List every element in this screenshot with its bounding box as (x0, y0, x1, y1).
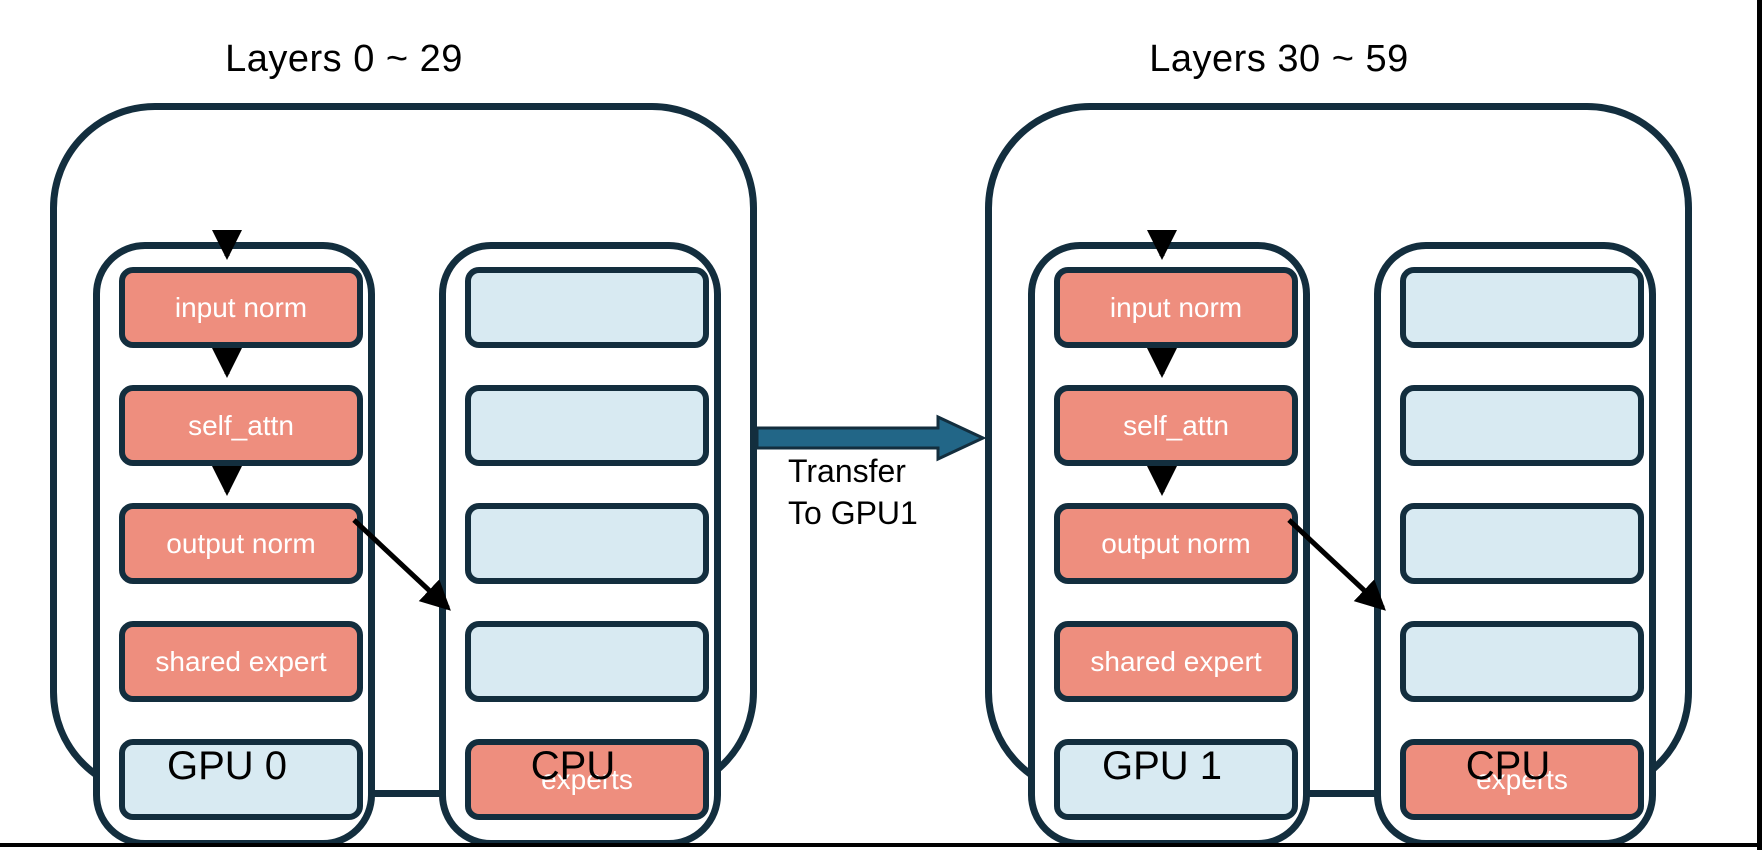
block-label: self_attn (188, 409, 294, 441)
group-0-cpu-column: experts (439, 242, 721, 847)
group-1-gpu-label: GPU 1 (1101, 744, 1223, 788)
group-0-gpu-block-output-norm: output norm (119, 503, 363, 584)
group-0-gpu-block-empty (119, 739, 363, 820)
group-1-cpu-block-experts: experts (1400, 739, 1644, 820)
group-0-cpu-block-empty-2 (465, 385, 709, 466)
block-label: self_attn (1123, 409, 1229, 441)
group-0-gpu-label: GPU 0 (166, 744, 288, 788)
group-0-gpu-block-input-norm: input norm (119, 267, 363, 348)
group-1-cpu-block-empty-3 (1400, 503, 1644, 584)
group-0-cpu-block-experts: experts (465, 739, 709, 820)
group-0-cpu-block-empty-4 (465, 621, 709, 702)
group-0-container: input norm self_attn output norm shared … (50, 103, 757, 847)
group-0-cpu-label: CPU (530, 744, 616, 788)
group-1-gpu-block-self-attn: self_attn (1054, 385, 1298, 466)
group-1-container: input norm self_attn output norm shared … (985, 103, 1692, 847)
group-1-cpu-column: experts (1374, 242, 1656, 847)
group-1-cpu-block-empty-1 (1400, 267, 1644, 348)
group-1-title: Layers 30 ~ 59 (1149, 38, 1409, 80)
block-label: shared expert (1090, 645, 1262, 677)
group-1-cpu-block-empty-4 (1400, 621, 1644, 702)
group-1-gpu-block-input-norm: input norm (1054, 267, 1298, 348)
group-0-gpu-block-shared-expert: shared expert (119, 621, 363, 702)
transfer-label-line2: To GPU1 (788, 495, 918, 531)
group-0-title: Layers 0 ~ 29 (225, 38, 463, 80)
block-label: shared expert (155, 645, 327, 677)
block-label: input norm (1109, 291, 1243, 323)
group-1-gpu-block-shared-expert: shared expert (1054, 621, 1298, 702)
block-label: experts (1476, 763, 1568, 795)
group-1-gpu-block-empty (1054, 739, 1298, 820)
group-0-gpu-column: input norm self_attn output norm shared … (93, 242, 375, 847)
group-0-gpu-block-self-attn: self_attn (119, 385, 363, 466)
group-0-cpu-block-empty-3 (465, 503, 709, 584)
transfer-label: Transfer To GPU1 (788, 450, 918, 534)
block-label: output norm (166, 527, 316, 559)
block-label: experts (541, 763, 633, 795)
frame-bottom-line (0, 843, 1762, 847)
block-label: output norm (1101, 527, 1251, 559)
frame-right-line (1757, 0, 1762, 850)
group-1-gpu-block-output-norm: output norm (1054, 503, 1298, 584)
transfer-label-line1: Transfer (788, 453, 906, 489)
block-label: input norm (174, 291, 308, 323)
group-0-cpu-block-empty-1 (465, 267, 709, 348)
group-1-cpu-block-empty-2 (1400, 385, 1644, 466)
group-1-cpu-label: CPU (1465, 744, 1551, 788)
